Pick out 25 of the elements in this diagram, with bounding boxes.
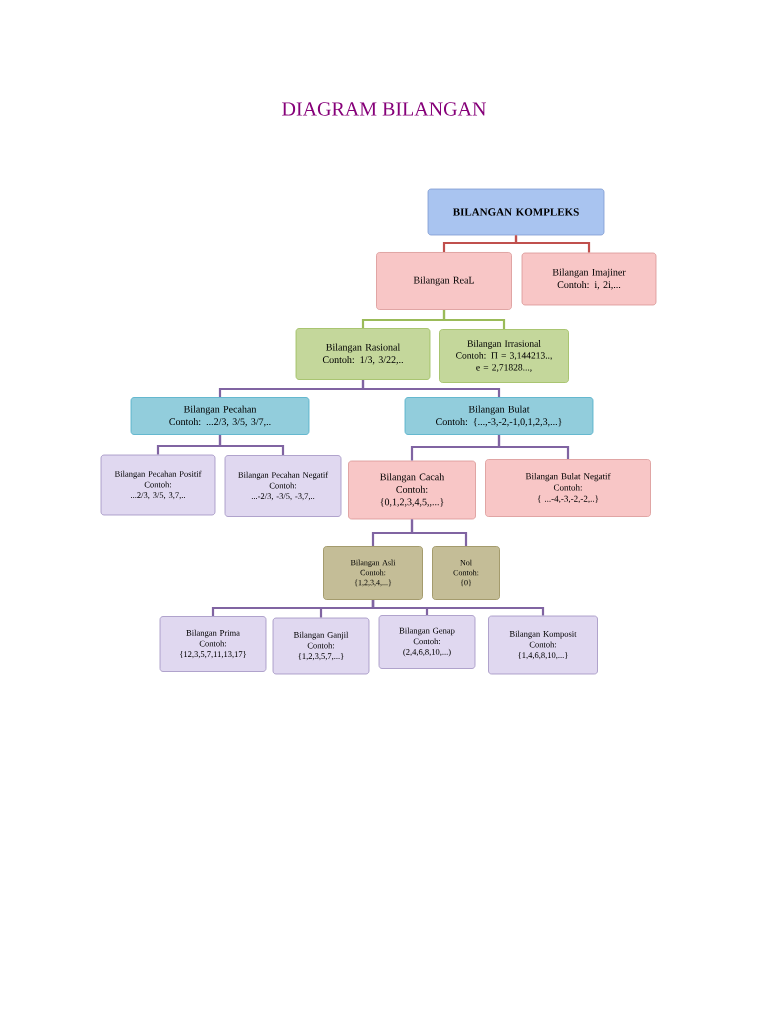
category-box: Bilangan Irrasional Contoh: Π = 3,144213.., e = 2,71828..., bbox=[439, 329, 569, 383]
connector-line bbox=[514, 235, 591, 253]
category-box: Bilangan Pecahan Positif Contoh: ...2/3, 3/5, 3,7,.. bbox=[100, 454, 216, 516]
category-box: Bilangan Imajiner Contoh: i, 2i,... bbox=[521, 252, 657, 306]
connector-line bbox=[497, 434, 570, 460]
connector-line bbox=[218, 434, 285, 456]
category-box: Bilangan Rasional Contoh: 1/3, 3/22,.. bbox=[295, 328, 431, 380]
category-box: Bilangan Komposit Contoh: {1,4,6,8,10,...} bbox=[488, 615, 598, 675]
connector-line bbox=[442, 309, 506, 330]
connector-line bbox=[371, 599, 545, 616]
category-box: Bilangan ReaL bbox=[376, 252, 512, 310]
category-box: BILANGAN KOMPLEKS bbox=[427, 188, 605, 236]
category-box: Bilangan Bulat Contoh: {...,-3,-2,-1,0,1,2,3,...} bbox=[404, 397, 594, 435]
category-box: Bilangan Pecahan Negatif Contoh: ...-2/3, -3/5, -3,7,.. bbox=[224, 455, 342, 517]
connector-line bbox=[361, 379, 501, 398]
category-box: Bilangan Bulat Negatif Contoh: { ...-4,-3,-2,-2,..} bbox=[485, 459, 651, 517]
category-box: Bilangan Ganjil Contoh: {1,2,3,5,7,...} bbox=[272, 617, 370, 675]
connector-line bbox=[410, 519, 468, 547]
category-box: Bilangan Pecahan Contoh: ...2/3, 3/5, 3/7,.. bbox=[130, 397, 310, 435]
category-box: Bilangan Cacah Contoh: {0,1,2,3,4,5,,...} bbox=[348, 460, 476, 520]
category-box: Bilangan Prima Contoh: {12,3,5,7,11,13,17} bbox=[159, 616, 267, 672]
category-box: Bilangan Genap Contoh: (2,4,6,8,10,...) bbox=[378, 615, 476, 669]
title: DIAGRAM BILANGAN bbox=[282, 102, 486, 116]
category-box: Bilangan Asli Contoh: {1,2,3,4,...} bbox=[323, 546, 423, 600]
category-box: Nol Contoh: {0} bbox=[432, 546, 500, 600]
